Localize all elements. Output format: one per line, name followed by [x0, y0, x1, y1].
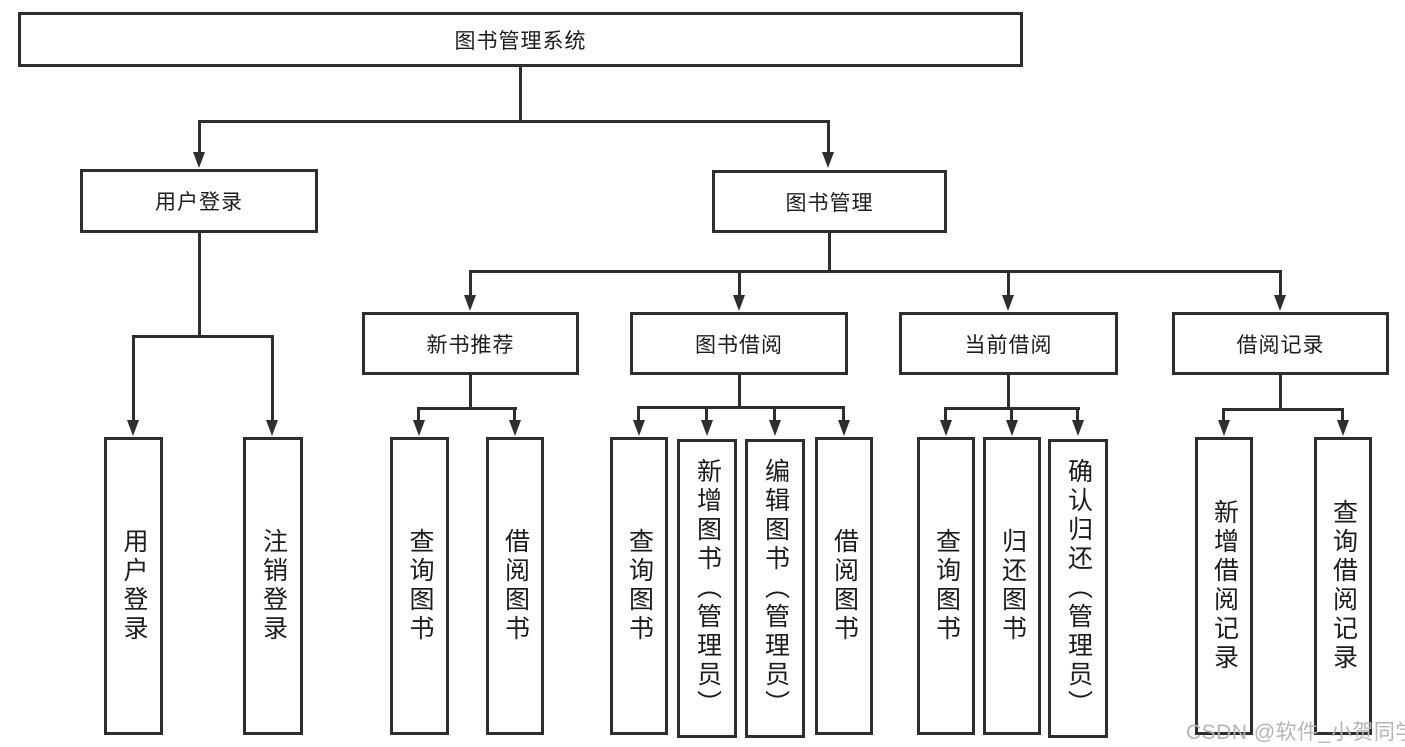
- connector-line: [944, 407, 947, 421]
- leaf-label: 借阅图书: [830, 528, 859, 644]
- arrow-down-icon: [940, 420, 952, 436]
- connector-line: [827, 120, 830, 153]
- leaf-record-query-record: 查询借阅记录: [1314, 437, 1372, 735]
- node-borrow-record-label: 借阅记录: [1236, 333, 1325, 357]
- leaf-label: 新增借阅记录: [1210, 499, 1239, 673]
- connector-line: [469, 375, 472, 407]
- node-root: 图书管理系统: [18, 12, 1023, 67]
- leaf-record-add-record: 新增借阅记录: [1195, 437, 1253, 735]
- leaf-newbook-query-books: 查询图书: [390, 437, 449, 735]
- leaf-logout: 注销登录: [243, 437, 303, 735]
- arrow-down-icon: [1072, 420, 1084, 436]
- connector-line: [132, 335, 135, 421]
- connector-line: [469, 270, 1282, 273]
- node-new-book-recommend-label: 新书推荐: [426, 333, 515, 357]
- connector-line: [519, 67, 522, 120]
- connector-line: [828, 233, 831, 270]
- connector-line: [1010, 407, 1013, 421]
- arrow-down-icon: [701, 420, 713, 436]
- connector-line: [198, 120, 201, 153]
- connector-line: [705, 406, 708, 421]
- leaf-borrow-borrow-books: 借阅图书: [815, 437, 873, 735]
- connector-line: [198, 233, 201, 335]
- connector-line: [271, 335, 274, 421]
- arrow-down-icon: [733, 295, 745, 311]
- leaf-label: 归还图书: [998, 528, 1027, 644]
- leaf-borrow-edit-books-admin: 编辑图书（管理员）: [745, 439, 805, 738]
- connector-line: [417, 407, 517, 410]
- leaf-label: 用户登录: [120, 528, 148, 644]
- connector-line: [198, 120, 830, 123]
- node-book-borrow-label: 图书借阅: [695, 333, 783, 357]
- connector-line: [1279, 270, 1282, 296]
- node-book-management: 图书管理: [712, 170, 947, 233]
- node-user-login: 用户登录: [80, 169, 318, 233]
- arrow-down-icon: [1002, 295, 1014, 311]
- leaf-current-query-books: 查询图书: [917, 437, 975, 735]
- connector-line: [469, 270, 472, 296]
- arrow-down-icon: [1006, 420, 1018, 436]
- leaf-borrow-add-books-admin: 新增图书（管理员）: [677, 439, 737, 738]
- connector-line: [1076, 407, 1079, 421]
- node-current-borrow: 当前借阅: [899, 312, 1118, 375]
- node-user-login-label: 用户登录: [155, 191, 243, 214]
- arrow-down-icon: [413, 420, 425, 436]
- arrow-down-icon: [193, 152, 205, 168]
- leaf-label: 注销登录: [259, 528, 288, 644]
- leaf-current-confirm-return-admin: 确认归还（管理员）: [1048, 439, 1108, 738]
- connector-line: [637, 406, 845, 409]
- connector-line: [637, 406, 640, 421]
- leaf-label: 新增图书（管理员）: [693, 458, 722, 719]
- leaf-label: 借阅图书: [501, 528, 530, 644]
- arrow-down-icon: [1274, 295, 1286, 311]
- arrow-down-icon: [127, 420, 139, 436]
- leaf-label: 查询图书: [932, 528, 961, 644]
- arrow-down-icon: [822, 152, 834, 168]
- connector-line: [417, 407, 420, 421]
- leaf-current-return-books: 归还图书: [983, 437, 1041, 735]
- connector-line: [738, 270, 741, 296]
- connector-line: [738, 375, 741, 406]
- node-book-management-label: 图书管理: [785, 191, 874, 215]
- arrow-down-icon: [838, 420, 850, 436]
- connector-line: [842, 406, 845, 421]
- arrow-down-icon: [1337, 420, 1349, 436]
- leaf-newbook-borrow-books: 借阅图书: [486, 437, 544, 735]
- connector-line: [1222, 408, 1344, 411]
- arrow-down-icon: [1218, 420, 1230, 436]
- node-book-borrow: 图书借阅: [630, 312, 848, 375]
- leaf-label: 查询图书: [625, 528, 654, 644]
- leaf-borrow-query-books: 查询图书: [610, 437, 668, 735]
- csdn-watermark: CSDN @软件_小贺同学: [1186, 721, 1405, 744]
- leaf-label: 编辑图书（管理员）: [761, 458, 790, 719]
- node-new-book-recommend: 新书推荐: [362, 312, 579, 375]
- node-current-borrow-label: 当前借阅: [964, 333, 1053, 357]
- arrow-down-icon: [464, 295, 476, 311]
- connector-line: [773, 406, 776, 421]
- connector-line: [1007, 375, 1010, 407]
- connector-line: [132, 335, 274, 338]
- leaf-label: 查询借阅记录: [1329, 499, 1358, 673]
- arrow-down-icon: [266, 420, 278, 436]
- connector-line: [1007, 270, 1010, 296]
- connector-line: [1222, 408, 1225, 421]
- arrow-down-icon: [769, 420, 781, 436]
- arrow-down-icon: [633, 420, 645, 436]
- arrow-down-icon: [509, 420, 521, 436]
- connector-line: [513, 407, 516, 421]
- leaf-label: 查询图书: [406, 528, 434, 644]
- leaf-label: 确认归还（管理员）: [1064, 458, 1093, 719]
- connector-line: [1341, 408, 1344, 421]
- connector-line: [1279, 375, 1282, 408]
- node-root-label: 图书管理系统: [454, 29, 587, 53]
- leaf-user-login: 用户登录: [104, 437, 163, 735]
- node-borrow-record: 借阅记录: [1172, 312, 1389, 375]
